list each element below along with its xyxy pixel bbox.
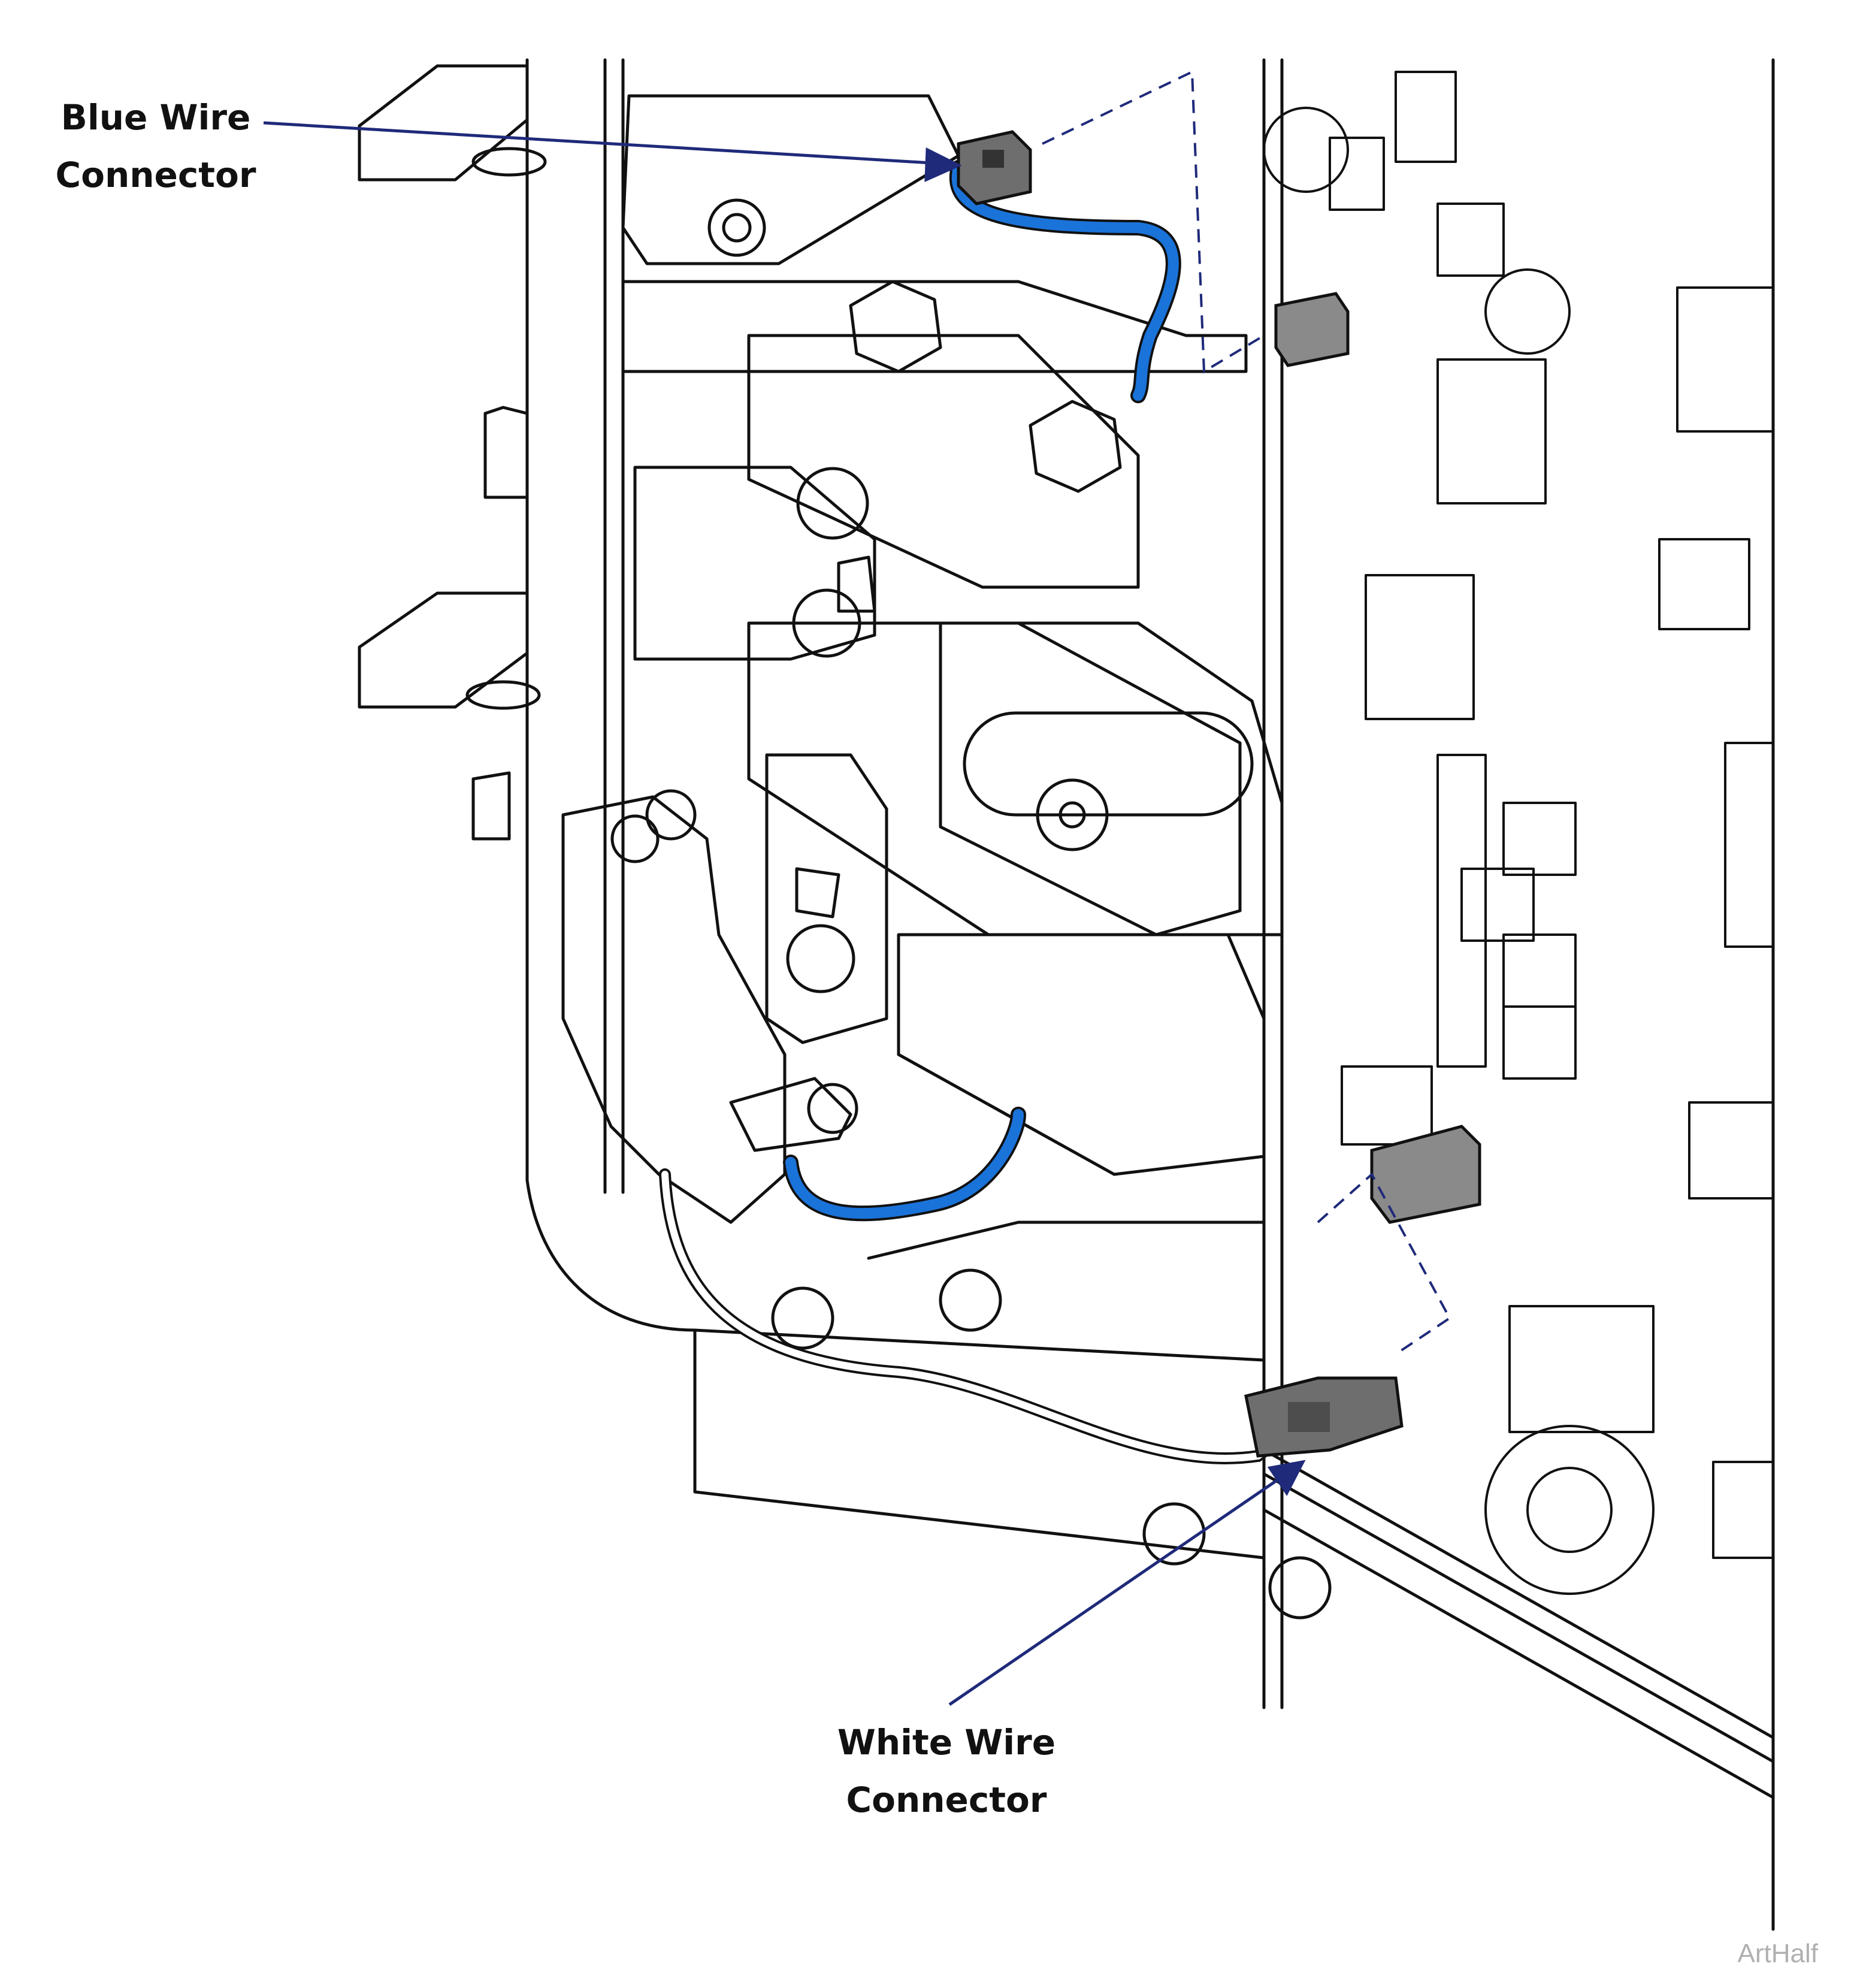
watermark: ArtHalf [1737, 1939, 1818, 1968]
blue-label-line1: Blue Wire [61, 97, 251, 138]
blue-wire-harness [783, 160, 1181, 1222]
board-header-connector [1274, 292, 1350, 367]
blue-label-line2: Connector [55, 155, 256, 195]
white-label-line1: White Wire [837, 1722, 1056, 1763]
white-leader-arrowhead [1267, 1460, 1306, 1496]
spare-board-connector [1370, 1125, 1481, 1224]
lever-arm [561, 789, 858, 1224]
connection-dashed-guides [1042, 70, 1451, 1355]
lower-frame [525, 1179, 1775, 1799]
callout-leaders [263, 121, 1306, 1706]
blue-wire-connector-label: Blue Wire Connector [36, 89, 276, 204]
white-wire-connector-part [1244, 1376, 1404, 1458]
white-wire-harness [659, 1168, 1288, 1464]
white-wire-connector-label: White Wire Connector [821, 1714, 1072, 1829]
motor-assembly [621, 94, 1284, 1176]
control-board [1263, 71, 1774, 1595]
white-label-line2: Connector [846, 1779, 1047, 1820]
left-mounting-bracket [358, 64, 547, 841]
blue-leader-arrowhead [924, 147, 962, 182]
hex-bolts [849, 280, 1122, 493]
blue-wire-connector-part [957, 130, 1032, 206]
